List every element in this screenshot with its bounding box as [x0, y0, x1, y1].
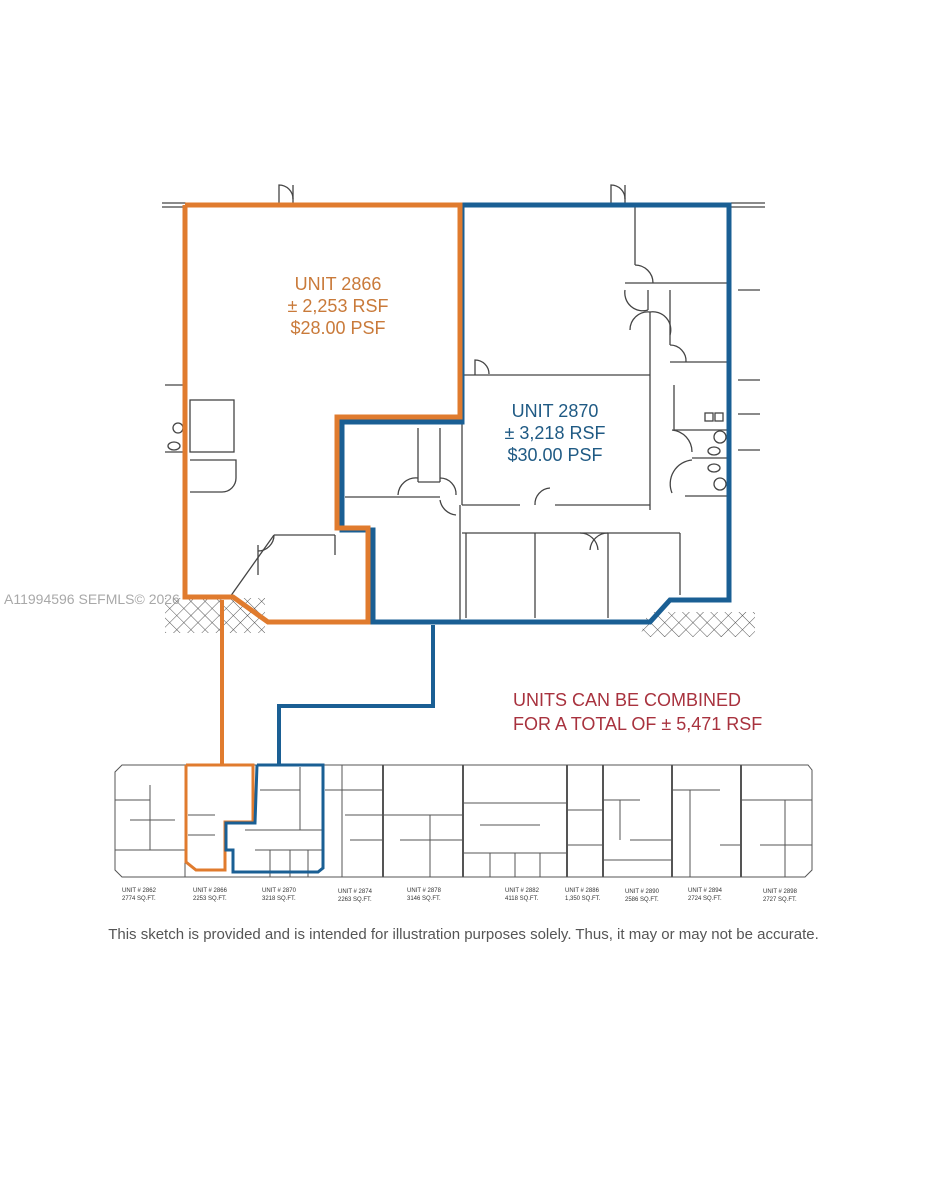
site-unit-label-2874: UNIT # 2874 2263 SQ.FT. [338, 889, 372, 903]
site-unit-label-2870: UNIT # 2870 3218 SQ.FT. [262, 888, 296, 902]
site-unit-label-2866: UNIT # 2866 2253 SQ.FT. [193, 888, 227, 902]
unit-2870-label: UNIT 2870 ± 3,218 RSF $30.00 PSF [465, 400, 645, 466]
unit-2870-outline [339, 202, 732, 625]
main-plan-walls [162, 184, 765, 620]
site-unit-label-2862: UNIT # 2862 2774 SQ.FT. [122, 888, 156, 902]
disclaimer-text: This sketch is provided and is intended … [108, 926, 819, 943]
unit-2866-name: UNIT 2866 [294, 274, 382, 294]
unit-2866-outline [182, 202, 463, 625]
site-unit-label-2894: UNIT # 2894 2724 SQ.FT. [688, 888, 722, 902]
site-unit-label-2882: UNIT # 2882 4118 SQ.FT. [505, 888, 539, 902]
site-unit-label-2890: UNIT # 2890 2586 SQ.FT. [625, 889, 659, 903]
combined-note-line1: UNITS CAN BE COMBINED [513, 690, 742, 710]
mls-watermark: A11994596 SEFMLS© 2026 [4, 591, 180, 607]
unit-2866-area: ± 2,253 RSF [287, 296, 389, 316]
site-unit-2866-outline [184, 763, 255, 872]
site-unit-label-2878: UNIT # 2878 3146 SQ.FT. [407, 888, 441, 902]
unit-2870-connector [277, 625, 435, 764]
site-plan-walls [114, 764, 813, 878]
unit-2870-rate: $30.00 PSF [507, 445, 603, 465]
landscape-hatch [165, 598, 755, 637]
combined-units-note: UNITS CAN BE COMBINED FOR A TOTAL OF ± 5… [513, 688, 813, 736]
unit-2870-name: UNIT 2870 [511, 401, 599, 421]
site-unit-label-2886: UNIT # 2886 1,350 SQ.FT. [565, 888, 601, 902]
combined-note-line2: FOR A TOTAL OF ± 5,471 RSF [513, 714, 763, 734]
site-unit-2870-outline [224, 763, 325, 874]
unit-2870-area: ± 3,218 RSF [504, 423, 606, 443]
unit-2866-label: UNIT 2866 ± 2,253 RSF $28.00 PSF [248, 273, 428, 339]
site-unit-label-2898: UNIT # 2898 2727 SQ.FT. [763, 889, 797, 903]
unit-2866-rate: $28.00 PSF [290, 318, 386, 338]
